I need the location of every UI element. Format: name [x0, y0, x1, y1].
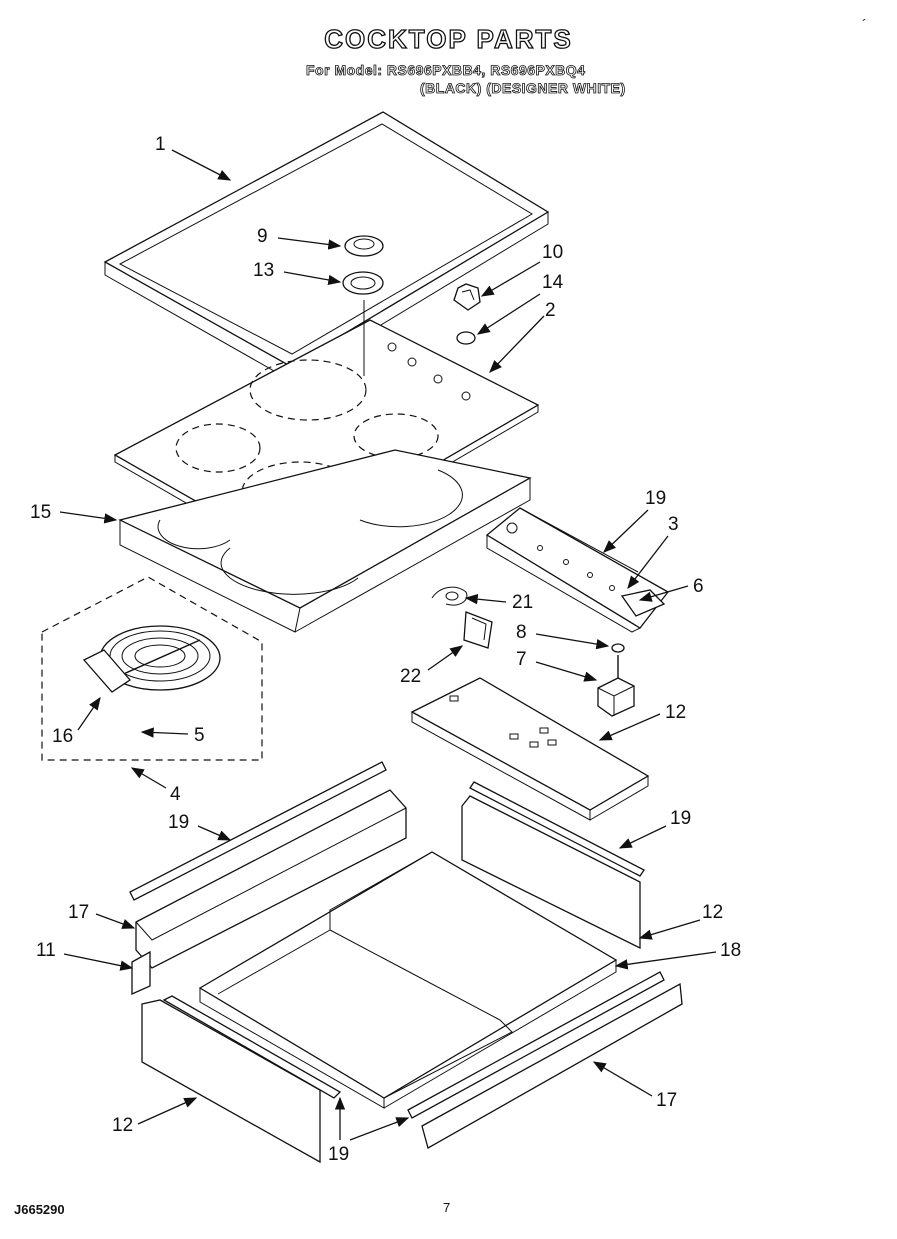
variant-line: (BLACK) (DESIGNER WHITE)	[420, 80, 626, 97]
callout-5: 5	[194, 725, 205, 746]
control-panel	[485, 507, 669, 633]
callout-19-b: 19	[168, 812, 189, 833]
bottom-left-panel	[141, 995, 342, 1164]
callout-19-a: 19	[645, 488, 666, 509]
corner-mark: ´	[862, 16, 867, 32]
control-knob	[453, 283, 481, 311]
page-number: 7	[443, 1200, 451, 1215]
callout-8: 8	[516, 622, 527, 643]
element-assembly-outline	[41, 576, 263, 761]
callout-7: 7	[516, 649, 527, 670]
callout-9: 9	[257, 226, 268, 247]
callout-12-a: 12	[665, 702, 686, 723]
callout-4: 4	[170, 784, 181, 805]
callout-2: 2	[545, 300, 556, 321]
callout-21: 21	[512, 592, 533, 613]
document-code: J665290	[14, 1202, 65, 1217]
callout-19-d: 19	[328, 1144, 349, 1165]
callout-3: 3	[668, 514, 679, 535]
callout-13: 13	[253, 260, 274, 281]
callout-19-c: 19	[670, 808, 691, 829]
callout-16: 16	[52, 726, 73, 747]
gasket-ring	[342, 271, 384, 295]
callout-22: 22	[400, 666, 421, 687]
knob-seal	[456, 331, 476, 345]
bottom-right-rails	[407, 971, 683, 1149]
trim-frame	[103, 111, 550, 381]
wire-clip	[431, 586, 468, 606]
right-side-panel	[461, 781, 645, 950]
callout-12-b: 12	[702, 902, 723, 923]
callout-18: 18	[720, 940, 741, 961]
left-rails	[129, 761, 407, 996]
control-housing	[410, 677, 650, 821]
callout-6: 6	[693, 576, 704, 597]
callout-17-b: 17	[656, 1090, 677, 1111]
indicator-light	[344, 235, 384, 257]
model-line: For Model: RS696PXBB4, RS696PXBQ4	[306, 62, 586, 79]
callout-1: 1	[155, 134, 166, 155]
callout-14: 14	[542, 272, 564, 293]
cabinet-tray	[198, 851, 618, 1109]
burner-box	[118, 449, 532, 633]
page-header: COCKTOP PARTS For Model: RS696PXBB4, RS6…	[0, 0, 897, 110]
page-title: COCKTOP PARTS	[324, 23, 573, 54]
washer	[611, 643, 625, 653]
callout-15: 15	[30, 502, 51, 523]
callout-12-c: 12	[112, 1115, 133, 1136]
shield-bracket	[463, 611, 493, 649]
infinite-switch	[597, 655, 635, 717]
callout-11: 11	[36, 940, 56, 961]
callout-17-a: 17	[68, 902, 89, 923]
callout-10: 10	[542, 242, 563, 263]
